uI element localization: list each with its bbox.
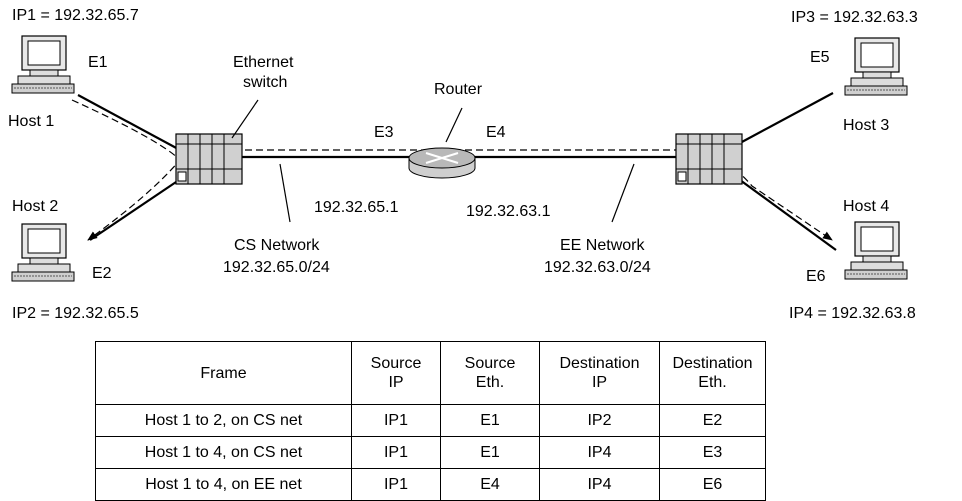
table-row: Host 1 to 4, on CS net IP1 E1 IP4 E3 — [95, 436, 766, 469]
router-label-pointer — [445, 107, 463, 143]
cell-source-ip: IP1 — [351, 436, 441, 469]
cs-ethernet-switch-icon — [175, 133, 243, 185]
host2-name-label: Host 2 — [12, 198, 58, 215]
switch-label-line2: switch — [243, 74, 287, 91]
cell-destination-ip: IP4 — [539, 468, 660, 501]
host3-ip-label: IP3 = 192.32.63.3 — [791, 9, 918, 26]
router-eth-right-label: E4 — [486, 124, 506, 141]
header-frame: Frame — [95, 341, 352, 405]
host1-name-label: Host 1 — [8, 113, 54, 130]
cell-frame: Host 1 to 4, on EE net — [95, 468, 352, 501]
cs-network-pointer — [279, 163, 291, 223]
cell-destination-eth: E3 — [659, 436, 766, 469]
cell-destination-ip: IP4 — [539, 436, 660, 469]
router-icon — [408, 147, 476, 179]
cell-source-eth: E1 — [440, 404, 540, 437]
ee-network-pointer — [611, 163, 635, 223]
switch-label-line1: Ethernet — [233, 54, 294, 71]
link-switch-host2 — [89, 177, 183, 241]
host3-eth-label: E5 — [810, 49, 830, 66]
cell-frame: Host 1 to 2, on CS net — [95, 404, 352, 437]
host1-eth-label: E1 — [88, 54, 108, 71]
cell-frame: Host 1 to 4, on CS net — [95, 436, 352, 469]
link-switch-host4 — [739, 179, 837, 251]
table-row: Host 1 to 4, on EE net IP1 E4 IP4 E6 — [95, 468, 766, 501]
router-ip-left-label: 192.32.65.1 — [314, 199, 399, 216]
cell-source-eth: E4 — [440, 468, 540, 501]
router-label: Router — [434, 81, 483, 98]
host1-ip-label: IP1 = 192.32.65.7 — [12, 7, 139, 24]
cell-source-ip: IP1 — [351, 404, 441, 437]
cs-network-name: CS Network — [234, 237, 320, 254]
router-eth-left-label: E3 — [374, 124, 394, 141]
host4-eth-label: E6 — [806, 268, 826, 285]
cell-destination-eth: E2 — [659, 404, 766, 437]
table-row: Host 1 to 2, on CS net IP1 E1 IP2 E2 — [95, 404, 766, 437]
host4-computer-icon — [844, 221, 908, 280]
host2-ip-label: IP2 = 192.32.65.5 — [12, 305, 139, 322]
link-host1-switch — [77, 94, 181, 151]
host4-ip-label: IP4 = 192.32.63.8 — [789, 305, 916, 322]
host1-computer-icon — [11, 35, 75, 94]
cs-network-prefix: 192.32.65.0/24 — [223, 259, 330, 276]
link-switch-host3 — [739, 92, 834, 144]
host2-eth-label: E2 — [92, 265, 112, 282]
router-ip-right-label: 192.32.63.1 — [466, 203, 551, 220]
cell-source-eth: E1 — [440, 436, 540, 469]
host4-name-label: Host 4 — [843, 198, 889, 215]
cell-destination-ip: IP2 — [539, 404, 660, 437]
cell-source-ip: IP1 — [351, 468, 441, 501]
host3-name-label: Host 3 — [843, 117, 889, 134]
switch-label-pointer — [231, 99, 259, 139]
network-diagram: IP1 = 192.32.65.7 E1 Host 1 Host 2 E2 IP… — [8, 7, 918, 322]
host2-computer-icon — [11, 223, 75, 282]
ee-network-name: EE Network — [560, 237, 645, 254]
cell-destination-eth: E6 — [659, 468, 766, 501]
ee-network-prefix: 192.32.63.0/24 — [544, 259, 651, 276]
host3-computer-icon — [844, 37, 908, 96]
ee-ethernet-switch-icon — [675, 133, 743, 185]
